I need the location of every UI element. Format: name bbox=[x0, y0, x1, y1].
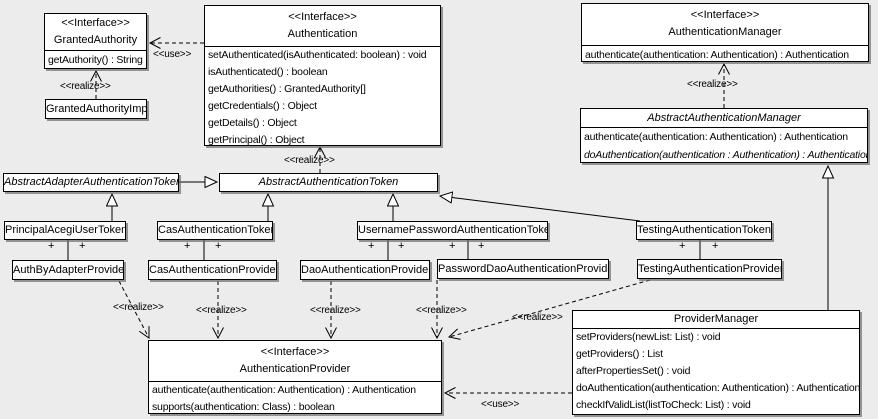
class-name: CasAuthenticationProvider bbox=[149, 264, 277, 276]
realize-label: <<realize>> bbox=[512, 312, 563, 323]
realize-label: <<realize>> bbox=[196, 305, 247, 316]
class-granted-authority[interactable]: <<Interface>> GrantedAuthority getAuthor… bbox=[44, 13, 147, 69]
class-username-password-authentication-token[interactable]: UsernamePasswordAuthenticationToken bbox=[357, 221, 548, 240]
class-name: ProviderManager bbox=[673, 313, 759, 325]
class-name: TestingAuthenticationProvider bbox=[638, 263, 782, 275]
use-label: <<use>> bbox=[481, 399, 520, 410]
realize-label: <<realize>> bbox=[687, 79, 738, 90]
method-label: supports(authentication: Class) : boolea… bbox=[152, 401, 335, 413]
stereotype-label: <<Interface>> bbox=[288, 11, 357, 23]
class-dao-authentication-provider[interactable]: DaoAuthenticationProvider bbox=[300, 260, 430, 280]
class-name: AbstractAdapterAuthenticationToken bbox=[4, 176, 179, 188]
method-label: doAuthentication(authentication: Authent… bbox=[576, 382, 860, 394]
method-label: authenticate(authentication: Authenticat… bbox=[585, 49, 849, 61]
method-label: setAuthenticated(isAuthenticated: boolea… bbox=[208, 49, 427, 61]
multiplicity-label: + bbox=[398, 240, 405, 252]
class-name: DaoAuthenticationProvider bbox=[301, 264, 430, 276]
class-name: UsernamePasswordAuthenticationToken bbox=[358, 224, 548, 236]
use-label: <<use>> bbox=[153, 49, 192, 60]
class-abstract-authentication-manager[interactable]: AbstractAuthenticationManager authentica… bbox=[580, 108, 868, 163]
method-label: getAuthorities() : GrantedAuthority[] bbox=[208, 83, 366, 95]
class-name: TestingAuthenticationToken bbox=[637, 224, 771, 236]
method-label: isAuthenticated() : boolean bbox=[208, 66, 328, 78]
stereotype-label: <<Interface>> bbox=[61, 17, 130, 29]
realize-label: <<realize>> bbox=[284, 155, 335, 166]
method-label: getCredentials() : Object bbox=[208, 100, 317, 112]
method-label: setProviders(newList: List) : void bbox=[576, 331, 721, 343]
multiplicity-label: + bbox=[79, 240, 86, 252]
method-label: getAuthority() : String bbox=[48, 54, 143, 66]
class-authentication-manager[interactable]: <<Interface>> AuthenticationManager auth… bbox=[581, 3, 869, 62]
class-cas-authentication-provider[interactable]: CasAuthenticationProvider bbox=[148, 260, 277, 280]
gen-arrow-testingtoken bbox=[440, 196, 641, 222]
class-name: CasAuthenticationToken bbox=[158, 224, 273, 236]
multiplicity-label: + bbox=[449, 240, 456, 252]
class-name: PrincipalAcegiUserToken bbox=[5, 224, 126, 236]
method-label: afterPropertiesSet() : void bbox=[576, 365, 691, 377]
class-testing-authentication-provider[interactable]: TestingAuthenticationProvider bbox=[637, 259, 782, 279]
realize-label: <<realize>> bbox=[310, 305, 361, 316]
class-name: GrantedAuthorityImpl bbox=[46, 103, 147, 115]
class-name: PasswordDaoAuthenticationProvider bbox=[438, 263, 609, 275]
multiplicity-label: + bbox=[184, 240, 191, 252]
stereotype-label: <<Interface>> bbox=[260, 346, 330, 358]
multiplicity-label: + bbox=[48, 240, 55, 252]
class-authentication[interactable]: <<Interface>> Authentication setAuthenti… bbox=[204, 5, 441, 146]
class-auth-by-adapter-provider[interactable]: AuthByAdapterProvider bbox=[12, 260, 124, 280]
realize-label: <<realize>> bbox=[60, 81, 111, 92]
multiplicity-label: + bbox=[712, 240, 719, 252]
multiplicity-label: + bbox=[215, 240, 222, 252]
method-label: getPrincipal() : Object bbox=[208, 134, 305, 146]
class-name: GrantedAuthority bbox=[53, 34, 138, 46]
method-label: doAuthentication(authentication : Authen… bbox=[584, 149, 868, 161]
class-name: AuthenticationProvider bbox=[239, 363, 351, 375]
realize-label: <<realize>> bbox=[113, 302, 164, 313]
multiplicity-label: + bbox=[478, 240, 485, 252]
multiplicity-label: + bbox=[368, 240, 375, 252]
class-authentication-provider[interactable]: <<Interface>> AuthenticationProvider aut… bbox=[148, 340, 442, 414]
class-provider-manager[interactable]: ProviderManager setProviders(newList: Li… bbox=[572, 310, 860, 415]
method-label: checkIfValidList(listToCheck: List) : vo… bbox=[576, 399, 751, 411]
class-password-dao-authentication-provider[interactable]: PasswordDaoAuthenticationProvider bbox=[437, 259, 609, 279]
class-name: AuthByAdapterProvider bbox=[13, 264, 124, 276]
class-name: Authentication bbox=[287, 28, 358, 40]
realize-arrow-authbyadapterprovider bbox=[118, 280, 150, 339]
realize-label: <<realize>> bbox=[416, 305, 467, 316]
class-name: AbstractAuthenticationToken bbox=[258, 176, 399, 188]
class-name: AuthenticationManager bbox=[668, 26, 782, 38]
class-testing-authentication-token[interactable]: TestingAuthenticationToken bbox=[636, 221, 772, 240]
class-abstract-adapter-authentication-token[interactable]: AbstractAdapterAuthenticationToken bbox=[3, 173, 179, 192]
multiplicity-label: + bbox=[679, 240, 686, 252]
class-name: AbstractAuthenticationManager bbox=[647, 112, 801, 124]
class-cas-authentication-token[interactable]: CasAuthenticationToken bbox=[157, 221, 273, 240]
class-abstract-authentication-token[interactable]: AbstractAuthenticationToken bbox=[219, 173, 438, 192]
method-label: getProviders() : List bbox=[576, 348, 663, 360]
method-label: authenticate(authentication: Authenticat… bbox=[152, 384, 416, 396]
method-label: getDetails() : Object bbox=[208, 117, 297, 129]
class-granted-authority-impl[interactable]: GrantedAuthorityImpl bbox=[45, 99, 147, 119]
class-principal-acegi-user-token[interactable]: PrincipalAcegiUserToken bbox=[4, 221, 126, 240]
method-label: authenticate(authentication: Authenticat… bbox=[584, 131, 848, 143]
stereotype-label: <<Interface>> bbox=[690, 9, 760, 21]
